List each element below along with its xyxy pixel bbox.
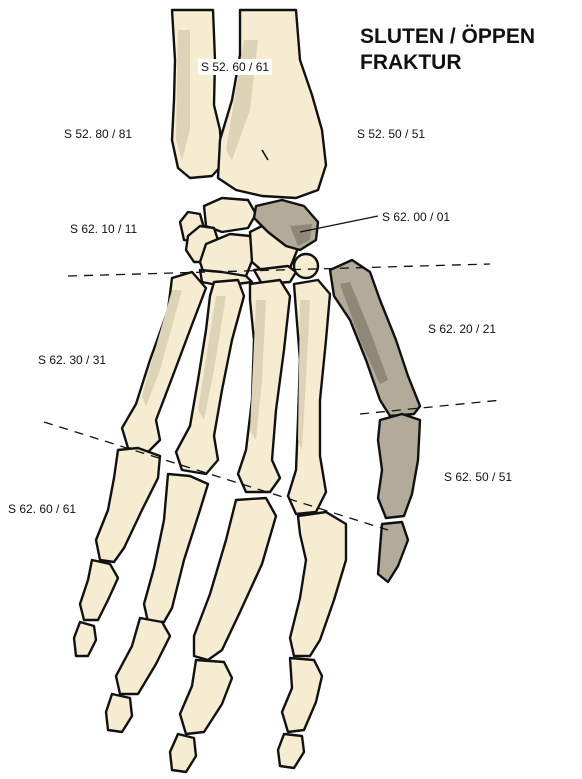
ulna-bone: [172, 10, 222, 178]
thumb-phalanges-code-label: S 62. 50 / 51: [444, 470, 512, 484]
finger-phalanges-code-label: S 62. 60 / 61: [8, 502, 76, 516]
title-line-2: FRAKTUR: [360, 50, 535, 76]
scaphoid-code-label: S 62. 00 / 01: [382, 210, 450, 224]
thumb-metacarpal-code-label: S 62. 20 / 21: [428, 322, 496, 336]
carpal-code-label: S 62. 10 / 11: [70, 222, 137, 236]
fracture-type-title: SLUTEN / ÖPPEN FRAKTUR: [360, 24, 535, 76]
ulna-distal-code-label: S 52. 80 / 81: [64, 127, 132, 141]
metacarpals-code-label: S 62. 30 / 31: [38, 353, 106, 367]
title-line-1: SLUTEN / ÖPPEN: [360, 24, 535, 50]
thumb-phalanges: [378, 414, 420, 582]
radius-bone: [218, 10, 326, 198]
radius-distal-code-label: S 52. 50 / 51: [357, 127, 425, 141]
radius-shaft-code-label: S 52. 60 / 61: [198, 59, 272, 75]
